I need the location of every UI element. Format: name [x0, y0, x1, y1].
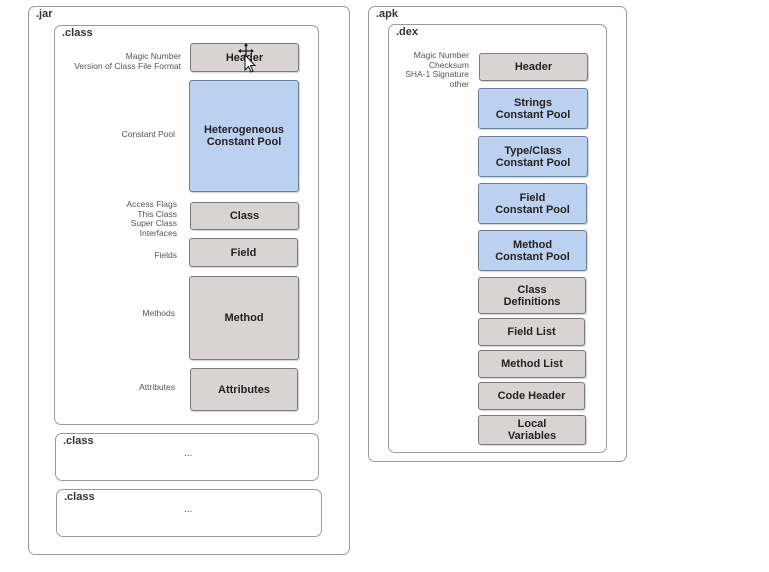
- heterogeneous-constant-pool-text: Heterogeneous Constant Pool: [203, 124, 285, 148]
- heterogeneous-constant-pool-block: Heterogeneous Constant Pool: [189, 80, 299, 192]
- code-header-block: Code Header: [478, 382, 585, 410]
- attributes-block-text: Attributes: [218, 383, 270, 396]
- field-block: Field: [189, 238, 298, 267]
- attributes-label: Attributes: [139, 382, 175, 392]
- class-definitions-text: Class Definitions: [503, 283, 561, 308]
- jar-title: .jar: [36, 8, 53, 20]
- method-constant-pool-block: Method Constant Pool: [478, 230, 587, 271]
- type-class-constant-pool-block: Type/Class Constant Pool: [478, 136, 588, 177]
- method-list-text: Method List: [501, 358, 563, 370]
- method-constant-pool-text: Method Constant Pool: [495, 238, 570, 263]
- attributes-block: Attributes: [190, 368, 298, 411]
- local-variables-block: Local Variables: [478, 415, 586, 445]
- methods-label: Methods: [142, 308, 175, 318]
- class-file-3-ellipsis: ...: [184, 504, 193, 515]
- field-list-block: Field List: [478, 318, 585, 346]
- dex-header-block: Header: [479, 53, 588, 81]
- strings-constant-pool-text: Strings Constant Pool: [495, 96, 571, 121]
- class-file-title: .class: [62, 27, 93, 39]
- header-label: Magic Number Version of Class File Forma…: [74, 51, 181, 71]
- move-cursor-icon: [238, 43, 257, 73]
- dex-file-title: .dex: [396, 26, 419, 38]
- class-label: Access Flags This Class Super Class Inte…: [126, 199, 177, 238]
- class-file-container-3: .class: [56, 489, 322, 537]
- field-constant-pool-text: Field Constant Pool: [495, 191, 570, 216]
- type-class-constant-pool-text: Type/Class Constant Pool: [495, 144, 571, 169]
- class-block-text: Class: [229, 210, 260, 222]
- code-header-text: Code Header: [497, 390, 566, 402]
- class-file-2-title: .class: [63, 435, 94, 447]
- fields-label: Fields: [154, 250, 177, 260]
- constant-pool-label: Constant Pool: [121, 129, 175, 139]
- class-file-container-2: .class: [55, 433, 319, 481]
- method-list-block: Method List: [478, 350, 586, 378]
- strings-constant-pool-block: Strings Constant Pool: [478, 88, 588, 129]
- method-block-text: Method: [224, 312, 264, 324]
- apk-title: .apk: [376, 8, 399, 20]
- class-definitions-block: Class Definitions: [478, 277, 586, 314]
- method-block: Method: [189, 276, 299, 360]
- dex-header-text: Header: [514, 61, 553, 73]
- class-file-2-ellipsis: ...: [184, 448, 193, 459]
- dex-header-label: Magic Number Checksum SHA-1 Signature ot…: [405, 50, 469, 89]
- local-variables-text: Local Variables: [507, 418, 557, 442]
- field-list-text: Field List: [507, 326, 556, 338]
- field-block-text: Field: [230, 246, 257, 259]
- field-constant-pool-block: Field Constant Pool: [478, 183, 587, 224]
- class-header-text: Header: [225, 51, 264, 64]
- class-file-3-title: .class: [64, 491, 95, 503]
- class-block: Class: [190, 202, 299, 230]
